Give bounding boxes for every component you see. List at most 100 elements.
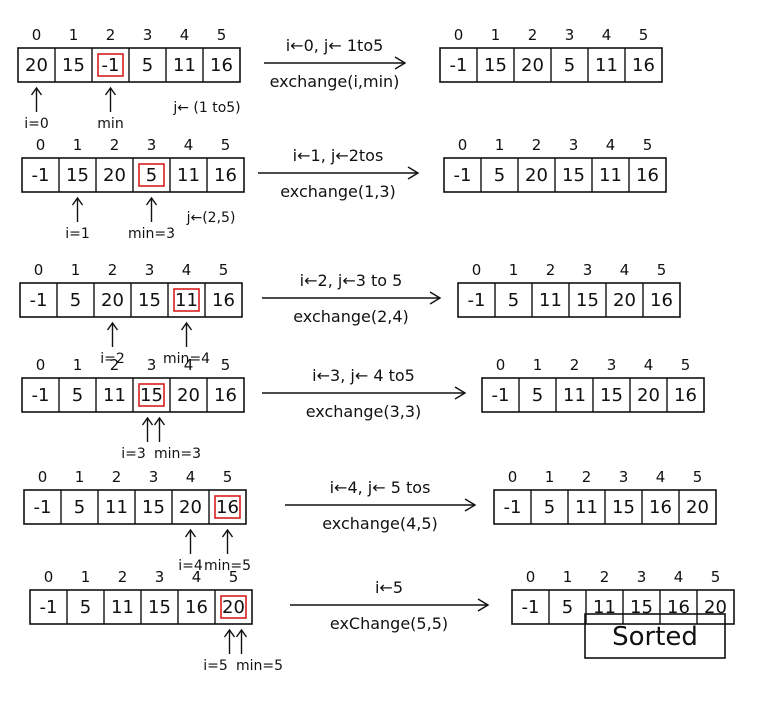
after-array-cell-value: 5 bbox=[564, 55, 575, 76]
after-array-cell-value: -1 bbox=[468, 290, 486, 311]
after-array-index-label: 3 bbox=[565, 26, 575, 44]
after-array-index-label: 0 bbox=[454, 26, 464, 44]
min-highlight-box bbox=[138, 383, 165, 407]
before-array-index-label: 2 bbox=[108, 261, 118, 279]
after-array-cell-value: 11 bbox=[539, 290, 562, 311]
after-array-cell-value: 15 bbox=[562, 165, 585, 186]
after-array-index-label: 3 bbox=[569, 136, 579, 154]
before-array-cell-value: 5 bbox=[70, 290, 81, 311]
before-array-index-label: 5 bbox=[223, 468, 233, 486]
pointer-arrowhead bbox=[223, 628, 236, 638]
after-array-index-label: 0 bbox=[472, 261, 482, 279]
after-array-cell-value: 16 bbox=[649, 497, 672, 518]
before-array-index-label: 0 bbox=[44, 568, 54, 586]
after-array-index-label: 0 bbox=[458, 136, 468, 154]
sorted-box bbox=[584, 613, 726, 659]
step-arrowhead bbox=[454, 386, 467, 400]
min-highlight-box bbox=[220, 595, 247, 619]
after-array-index-label: 4 bbox=[656, 468, 666, 486]
step-assignment: i←5 bbox=[375, 578, 403, 597]
after-array-cell-value: 16 bbox=[650, 290, 673, 311]
after-array-cell-value: 11 bbox=[595, 55, 618, 76]
before-array-index-label: 4 bbox=[192, 568, 202, 586]
step-exchange: exchange(i,min) bbox=[270, 72, 400, 91]
before-array-index-label: 2 bbox=[110, 356, 120, 374]
step-arrowhead bbox=[429, 291, 442, 305]
after-array-index-label: 4 bbox=[644, 356, 654, 374]
before-array-index-label: 4 bbox=[186, 468, 196, 486]
after-array-cell-value: 16 bbox=[674, 385, 697, 406]
before-array-index-label: 1 bbox=[75, 468, 85, 486]
after-array-index-label: 2 bbox=[546, 261, 556, 279]
before-array-cell-value: 20 bbox=[179, 497, 202, 518]
after-array-cell-value: 15 bbox=[630, 597, 653, 618]
before-array-cell-value: 15 bbox=[66, 165, 89, 186]
before-array-cell-value: -1 bbox=[32, 165, 50, 186]
after-array-cell-value: 16 bbox=[636, 165, 659, 186]
before-array-index-label: 0 bbox=[32, 26, 42, 44]
before-array-cell-value: 16 bbox=[214, 165, 237, 186]
step-exchange: exchange(1,3) bbox=[280, 182, 396, 201]
step-exchange: exChange(5,5) bbox=[330, 614, 448, 633]
after-array-index-label: 2 bbox=[532, 136, 542, 154]
pointer-arrowhead bbox=[106, 321, 119, 331]
after-array-cell-value: 15 bbox=[576, 290, 599, 311]
before-array-index-label: 5 bbox=[221, 356, 231, 374]
before-array-cell-value: 11 bbox=[105, 497, 128, 518]
step-exchange: exchange(4,5) bbox=[322, 514, 438, 533]
after-array-index-label: 3 bbox=[607, 356, 617, 374]
before-array-index-label: 1 bbox=[73, 356, 83, 374]
before-array-index-label: 2 bbox=[110, 136, 120, 154]
before-array-index-label: 4 bbox=[184, 356, 194, 374]
before-array-index-label: 3 bbox=[147, 356, 157, 374]
after-array-cell-value: 11 bbox=[563, 385, 586, 406]
before-array-index-label: 5 bbox=[219, 261, 229, 279]
step-assignment: i←0, j← 1to5 bbox=[286, 36, 384, 55]
after-array-index-label: 4 bbox=[620, 261, 630, 279]
before-array-index-label: 2 bbox=[106, 26, 116, 44]
after-array-cell-value: 11 bbox=[599, 165, 622, 186]
before-array-index-label: 5 bbox=[221, 136, 231, 154]
after-array-index-label: 5 bbox=[657, 261, 667, 279]
after-array-index-label: 0 bbox=[526, 568, 536, 586]
after-array-index-label: 5 bbox=[643, 136, 653, 154]
before-array-index-label: 4 bbox=[184, 136, 194, 154]
before-array-index-label: 0 bbox=[36, 136, 46, 154]
after-array-cell-value: -1 bbox=[492, 385, 510, 406]
before-array-index-label: 3 bbox=[147, 136, 157, 154]
after-array-cell-value: 16 bbox=[632, 55, 655, 76]
after-array-cell-value: 20 bbox=[525, 165, 548, 186]
after-array-index-label: 3 bbox=[583, 261, 593, 279]
before-array-cell-value: 20 bbox=[101, 290, 124, 311]
after-array-cell-value: 20 bbox=[521, 55, 544, 76]
pointer-arrowhead bbox=[30, 86, 43, 96]
after-array-index-label: 4 bbox=[674, 568, 684, 586]
pointer-arrowhead bbox=[71, 196, 84, 206]
before-array-index-label: 1 bbox=[69, 26, 79, 44]
after-array-cell-value: 15 bbox=[612, 497, 635, 518]
after-array-cell-value: -1 bbox=[450, 55, 468, 76]
after-array-index-label: 4 bbox=[602, 26, 612, 44]
after-array-cell-value: 5 bbox=[544, 497, 555, 518]
before-array-cell-value: 11 bbox=[173, 55, 196, 76]
min-highlight-box bbox=[138, 163, 165, 187]
step-assignment: i←4, j← 5 tos bbox=[330, 478, 431, 497]
after-array-index-label: 5 bbox=[711, 568, 721, 586]
after-array-index-label: 3 bbox=[637, 568, 647, 586]
after-array-cell-value: 20 bbox=[637, 385, 660, 406]
after-array-index-label: 2 bbox=[528, 26, 538, 44]
after-array-index-label: 2 bbox=[600, 568, 610, 586]
pointer-label: i=5 bbox=[203, 658, 228, 674]
before-array-cell-value: 11 bbox=[175, 290, 198, 311]
before-array-cell-value: 15 bbox=[62, 55, 85, 76]
before-array-cell-value: -1 bbox=[102, 55, 120, 76]
step-arrowhead bbox=[394, 56, 407, 70]
before-array-index-label: 3 bbox=[149, 468, 159, 486]
before-array-index-label: 2 bbox=[112, 468, 122, 486]
after-array-cell-value: 20 bbox=[686, 497, 709, 518]
after-array-cell-value: 5 bbox=[494, 165, 505, 186]
before-array-index-label: 3 bbox=[145, 261, 155, 279]
after-array-cell-value: -1 bbox=[522, 597, 540, 618]
pointer-arrowhead bbox=[221, 528, 234, 538]
before-array-cell-value: 20 bbox=[25, 55, 48, 76]
